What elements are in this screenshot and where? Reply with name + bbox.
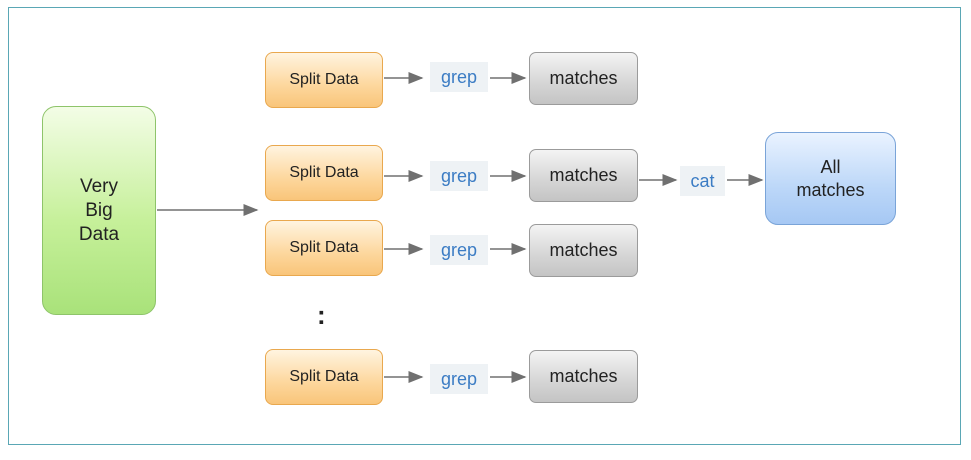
very-big-data-label: Very Big Data xyxy=(78,175,120,245)
all-matches-label: All matches xyxy=(796,156,865,200)
grep-text: grep xyxy=(440,165,478,186)
matches-box-1: matches xyxy=(529,52,638,105)
grep-text: grep xyxy=(440,66,478,87)
matches-box-3: matches xyxy=(529,224,638,277)
very-big-data-box: Very Big Data xyxy=(42,106,156,315)
matches-box-4: matches xyxy=(529,350,638,403)
split-data-box-2: Split Data xyxy=(265,145,383,201)
ellipsis-marker: : xyxy=(317,300,326,330)
diagram-frame xyxy=(8,7,961,445)
matches-label: matches xyxy=(549,68,618,88)
split-data-label: Split Data xyxy=(289,164,359,181)
split-data-label: Split Data xyxy=(289,239,359,256)
split-data-box-4: Split Data xyxy=(265,349,383,405)
split-data-box-1: Split Data xyxy=(265,52,383,108)
grep-label-1: grep xyxy=(430,62,488,92)
matches-label: matches xyxy=(549,366,618,386)
split-data-label: Split Data xyxy=(289,71,359,88)
cat-label: cat xyxy=(680,166,725,196)
all-matches-box: All matches xyxy=(765,132,896,225)
matches-box-2: matches xyxy=(529,149,638,202)
matches-label: matches xyxy=(549,165,618,185)
cat-text: cat xyxy=(690,170,715,191)
grep-text: grep xyxy=(440,368,478,389)
matches-label: matches xyxy=(549,240,618,260)
grep-label-4: grep xyxy=(430,364,488,394)
split-data-box-3: Split Data xyxy=(265,220,383,276)
grep-label-2: grep xyxy=(430,161,488,191)
grep-label-3: grep xyxy=(430,235,488,265)
split-data-label: Split Data xyxy=(289,368,359,385)
grep-text: grep xyxy=(440,239,478,260)
